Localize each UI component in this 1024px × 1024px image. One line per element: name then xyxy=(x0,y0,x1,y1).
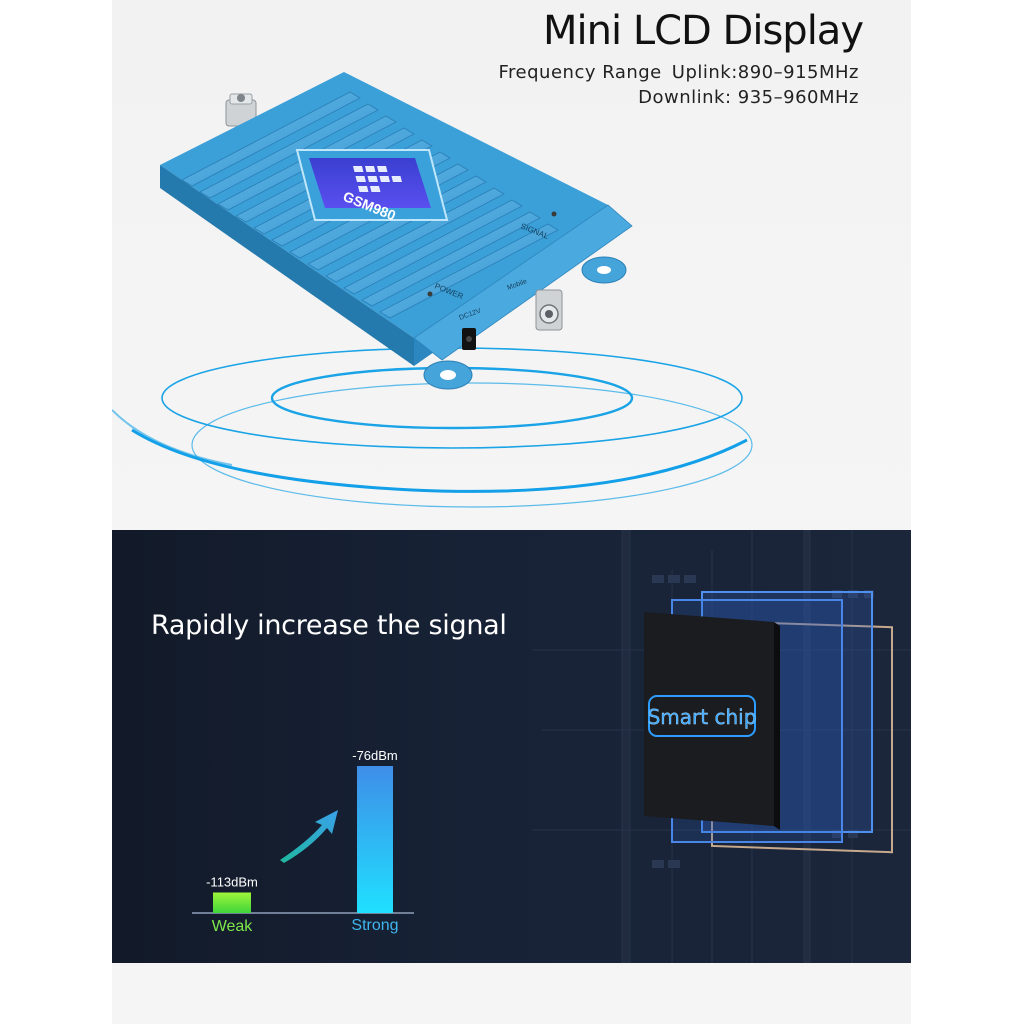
data-label-strong: -76dBm xyxy=(352,748,398,763)
antenna-connector-top xyxy=(225,93,257,127)
repeater-illustration: GSM980 POWER SIGNAL Mobile DC12V xyxy=(112,72,753,508)
product-section: Mini LCD Display Frequency Range Uplink:8… xyxy=(112,0,911,530)
signal-led xyxy=(551,211,557,217)
footer-strip xyxy=(112,963,911,1024)
lcd-display xyxy=(295,149,449,221)
category-label-strong: Strong xyxy=(351,917,398,934)
feature-headline: Rapidly increase the signal xyxy=(151,610,507,641)
bar-weak xyxy=(213,892,251,913)
section-title: Mini LCD Display xyxy=(543,8,864,54)
smart-chip xyxy=(644,612,780,830)
power-jack xyxy=(462,328,476,350)
uplink-spec: Frequency Range Uplink:890–915MHz xyxy=(499,62,860,83)
feature-section: Smart chip Rapidly increase the signal xyxy=(112,530,911,963)
signal-bar-chart: -113dBm -76dBm Weak Strong xyxy=(192,748,414,935)
uplink-value: Uplink:890–915MHz xyxy=(671,62,859,83)
category-label-weak: Weak xyxy=(212,918,254,935)
spec-label: Frequency Range xyxy=(498,62,662,83)
circuit-background: Smart chip xyxy=(532,530,911,963)
downlink-spec: Downlink: 935–960MHz xyxy=(638,87,859,108)
chip-label: Smart chip xyxy=(648,705,757,729)
increase-arrow xyxy=(280,810,338,863)
mobile-connector xyxy=(535,289,563,331)
power-led xyxy=(427,291,433,297)
product-canvas: Mini LCD Display Frequency Range Uplink:8… xyxy=(112,0,911,1024)
bar-strong xyxy=(357,766,393,913)
data-label-weak: -113dBm xyxy=(206,874,258,889)
